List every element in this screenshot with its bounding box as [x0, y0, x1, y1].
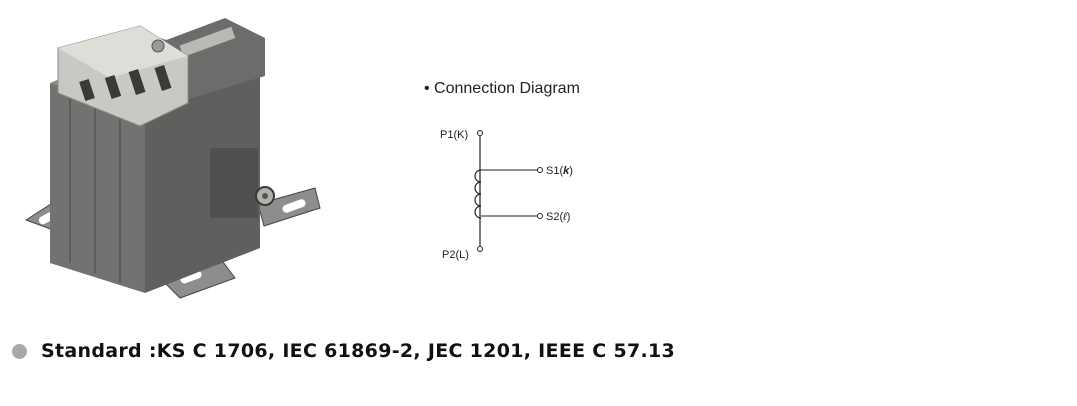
terminal-p1-label: P1(K)	[440, 129, 468, 141]
standard-text: Standard :KS C 1706, IEC 61869-2, JEC 12…	[41, 340, 676, 362]
product-photo	[24, 18, 321, 299]
terminal-s2-symbol: ℓ	[562, 211, 567, 223]
connection-diagram: P1(K) P2(L) S1(k) S2(ℓ)	[440, 129, 573, 261]
body-side	[145, 76, 260, 293]
terminal-s2	[537, 213, 543, 219]
bullet-icon	[12, 343, 27, 359]
terminal-s1	[537, 167, 543, 173]
terminal-s2-label: S2(	[546, 211, 563, 223]
terminal-p2	[477, 246, 483, 252]
standard-line: Standard :KS C 1706, IEC 61869-2, JEC 12…	[12, 340, 675, 362]
svg-text:S2(ℓ): S2(ℓ)	[546, 211, 570, 223]
terminal-s1-symbol: k	[563, 165, 570, 177]
terminal-p1	[477, 130, 483, 136]
side-plate	[210, 148, 258, 218]
diagram-heading: • Connection Diagram	[424, 80, 580, 97]
coil	[474, 169, 482, 219]
terminal-s1-label: S1(	[546, 165, 563, 177]
terminal-p2-label: P2(L)	[442, 249, 469, 261]
svg-text:S1(k): S1(k)	[546, 165, 573, 177]
body-front	[50, 83, 145, 293]
